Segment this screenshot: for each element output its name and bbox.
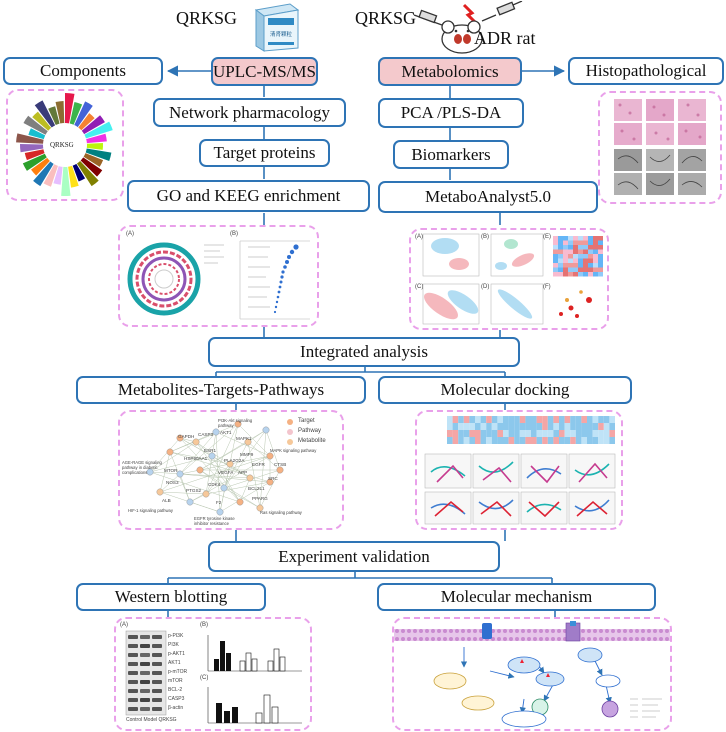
experiment-validation-box: Experiment validation [208,541,500,572]
meta-panel-e: (E) [543,234,551,240]
wb-band-label: CASP3 [168,696,185,702]
metaboanalyst-box: MetaboAnalyst5.0 [378,181,598,213]
histology-images [614,99,706,195]
network-node-label: NOS3 [166,480,179,485]
histopathology-thumbnail [598,91,722,204]
histopathological-box: Histopathological [568,57,724,85]
network-diagram [146,419,293,516]
qrksg-label-left: QRKSG [176,8,238,28]
network-node-label: F2 [216,500,222,505]
network-node-label: CTSB [274,462,287,467]
go-keeg-enrichment-box: GO and KEEG enrichment [127,180,370,212]
wb-panel-c: (C) [200,675,209,681]
ring-chart-image [16,93,113,196]
meta-panel-d: (D) [481,284,490,290]
wb-band-label: PI3K [168,642,179,648]
metabolites-targets-pathways-box: Metabolites-Targets-Pathways [76,376,366,404]
docking-heatmap-and-poses [424,416,616,525]
legend-pathway: Pathway [298,428,322,434]
components-box: Components [3,57,163,85]
network-node-label: HIF-1 signaling pathway [128,508,173,513]
network-node-label: HSP90AA1 [184,456,208,461]
go-circle-and-bubble-plot [127,240,310,320]
syringe-rat-icon [412,0,524,55]
go-kegg-thumbnail: (A) (B) [118,225,319,327]
network-node-label: AGE-RAGE signaling pathway in diabetic c… [122,460,162,475]
network-node-label: CASP3 [198,432,214,437]
medicine-box-image: 清肾颗粒 [250,2,302,52]
wb-band-label: BCL-2 [168,687,183,693]
network-node-label: MMP9 [240,452,254,457]
panel-a-label: (A) [126,231,134,237]
network-node-label: MAPK1 [236,436,252,441]
pca-pls-da-box: PCA /PLS-DA [378,98,524,128]
wb-band-label: p-AKT1 [168,651,185,657]
wb-panel-a: (A) [120,622,128,628]
uplc-ms-ms-box: UPLC-MS/MS [211,57,318,86]
wb-band-label: β-actin [168,705,184,711]
legend-metabolite: Metabolite [298,438,326,444]
pca-plots-and-heatmap [422,233,603,325]
metabolomics-thumbnail: (A) (B) (E) (C) (D) (F) [409,228,609,330]
network-node-label: PTGS2 [186,488,202,493]
qrksg-label-right: QRKSG [355,8,417,28]
wb-band-label: mTOR [168,678,183,684]
meta-panel-b: (B) [481,234,489,240]
network-node-label: Ras signaling pathway [260,510,302,515]
molecular-docking-thumbnail [415,410,623,530]
network-node-label: APP [238,470,248,475]
meta-panel-a: (A) [415,234,423,240]
box-label: 清肾颗粒 [270,30,293,38]
network-node-label: AKT1 [220,430,232,435]
meta-panel-c: (C) [415,284,424,290]
molecular-mechanism-thumbnail [392,617,672,731]
network-pharmacology-box: Network pharmacology [153,98,346,127]
network-node-label: CDK4 [208,482,221,487]
ring-center-label: QRKSG [50,141,74,149]
network-node-label: MTOR [164,468,178,473]
heatmap-grid [553,236,603,277]
mtp-network-thumbnail: Target Pathway Metabolite PI3K-Akt signa… [118,410,344,530]
network-node-label: PLA2G2A [224,458,245,463]
target-proteins-box: Target proteins [199,139,330,167]
biomarkers-box: Biomarkers [393,140,509,169]
wb-band-label: p-PI3K [168,633,184,639]
network-node-label: ESR1 [204,448,217,453]
metabolomics-box: Metabolomics [378,57,522,86]
adr-rat-label: ADR rat [474,28,536,48]
wb-band-label: AKT1 [168,660,181,666]
network-node-label: EGFR tyrosine kinase inhibitor resistanc… [194,516,235,526]
network-node-label: BCL2L1 [248,486,265,491]
integrated-analysis-box: Integrated analysis [208,337,520,367]
western-blot-bands-and-bars [125,630,302,724]
wb-band-label: p-mTOR [168,669,188,675]
network-node-label: PPARG [252,496,268,501]
network-node-label: MAPK signaling pathway [270,448,317,453]
signaling-pathway-diagram [394,621,670,728]
network-node-label: EGFR [252,462,265,467]
network-node-label: PI3K-Akt signaling pathway [218,418,253,428]
network-node-label: VEGFA [218,470,234,475]
docking-heatmap [447,416,615,444]
panel-b-label: (B) [230,231,238,237]
molecular-mechanism-box: Molecular mechanism [377,583,656,611]
legend-target: Target [298,418,315,424]
wb-panel-b: (B) [200,622,208,628]
molecular-docking-box: Molecular docking [378,376,632,404]
network-node-label: SRC [268,476,278,481]
network-node-label: ALB [162,498,171,503]
wb-groups-label: Control Model QRKSG [126,717,177,723]
components-ring-thumbnail: QRKSG [6,89,124,201]
network-node-label: GAPDH [178,434,195,439]
meta-panel-f: (F) [543,284,551,290]
western-blotting-box: Western blotting [76,583,266,611]
